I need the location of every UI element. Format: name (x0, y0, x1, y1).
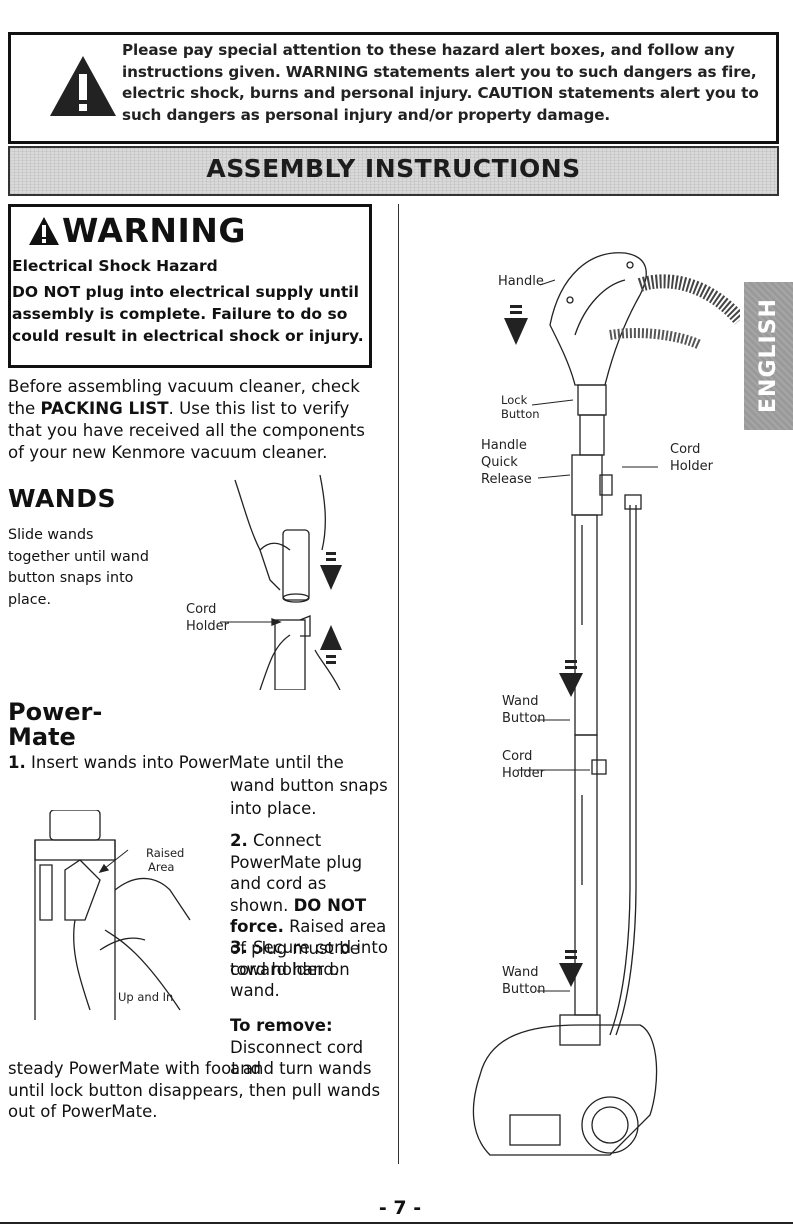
language-tab-label: ENGLISH (756, 298, 781, 414)
intro-post: . Use this list to verify that you have … (8, 399, 365, 462)
label-line: Quick (481, 455, 518, 470)
intro-pre: Before assembling vacuum cleaner, check … (8, 377, 360, 418)
warning-body: DO NOT plug into electrical supply until… (12, 283, 364, 345)
vacuum-assembly-diagram (472, 252, 740, 1156)
label-line: Button (502, 982, 546, 997)
handle-label: Handle (498, 274, 544, 289)
intro-paragraph: Before assembling vacuum cleaner, check … (8, 376, 378, 464)
label-line: Button (502, 711, 546, 726)
label-line: Holder (186, 619, 229, 634)
label-line: Wand (502, 694, 539, 709)
step-number: 3. (230, 938, 248, 957)
label-line: Raised (146, 846, 185, 860)
label-line: Holder (670, 459, 713, 474)
label-line: Cord (186, 602, 217, 617)
packing-list-ref: PACKING LIST (40, 399, 169, 418)
warning-box (8, 204, 372, 368)
label-line: Cord (670, 442, 701, 457)
section-title: ASSEMBLY INSTRUCTIONS (206, 154, 581, 183)
warning-subtitle: Electrical Shock Hazard (12, 257, 218, 275)
page-number: - 7 - (378, 1197, 422, 1219)
up-and-in-label: Up and In (118, 990, 174, 1004)
step-text: Secure cord into cord holder on wand. (230, 938, 388, 1000)
warning-triangle-icon (29, 217, 59, 245)
step-1-line-1: 1. Insert wands into PowerMate until the (8, 751, 378, 774)
wands-heading: WANDS (8, 484, 116, 513)
powermate-plug-diagram (34, 810, 191, 1020)
hazard-alert-box (8, 32, 779, 144)
label-line: Button (501, 407, 540, 421)
column-divider (398, 204, 399, 1164)
remove-instructions-b: steady PowerMate with foot and turn wand… (8, 1059, 381, 1121)
remove-label: To remove: (230, 1016, 333, 1035)
warning-title: WARNING (62, 211, 246, 250)
do-not-force-text: DO NOT force. (230, 895, 367, 937)
step-number: 2. (230, 831, 248, 850)
step-text: Raised area of plug must be toward hand. (230, 917, 387, 979)
label-line: Area (148, 860, 175, 874)
step-1-line-2: wand button snaps into place. (230, 776, 388, 818)
step-number: 1. (8, 753, 26, 772)
remove-text: Disconnect cord and (230, 1037, 364, 1079)
step-text: Insert wands into PowerMate until the (31, 753, 344, 772)
section-banner (8, 146, 779, 196)
step-2: 2. Connect PowerMate plug and cord as sh… (230, 830, 388, 981)
label-line: Holder (502, 766, 545, 781)
label-line: Lock (501, 393, 528, 407)
label-line: Handle (481, 438, 527, 453)
language-tab (744, 282, 793, 430)
bottom-rule (0, 1222, 793, 1224)
wands-instructions: Slide wands together until wand button s… (8, 527, 149, 608)
warning-triangle-icon (50, 56, 116, 116)
label-line: Cord (502, 749, 533, 764)
powermate-heading: Power-Mate (8, 698, 103, 751)
step-3: 3. Secure cord into cord holder on wand. (230, 937, 388, 1002)
step-text: Connect PowerMate plug and cord as shown… (230, 831, 363, 915)
label-line: Release (481, 472, 532, 487)
remove-instructions-a: To remove: Disconnect cord and (230, 1015, 388, 1080)
label-line: Wand (502, 965, 539, 980)
wands-diagram (220, 474, 342, 690)
hazard-alert-text: Please pay special attention to these ha… (122, 41, 759, 124)
